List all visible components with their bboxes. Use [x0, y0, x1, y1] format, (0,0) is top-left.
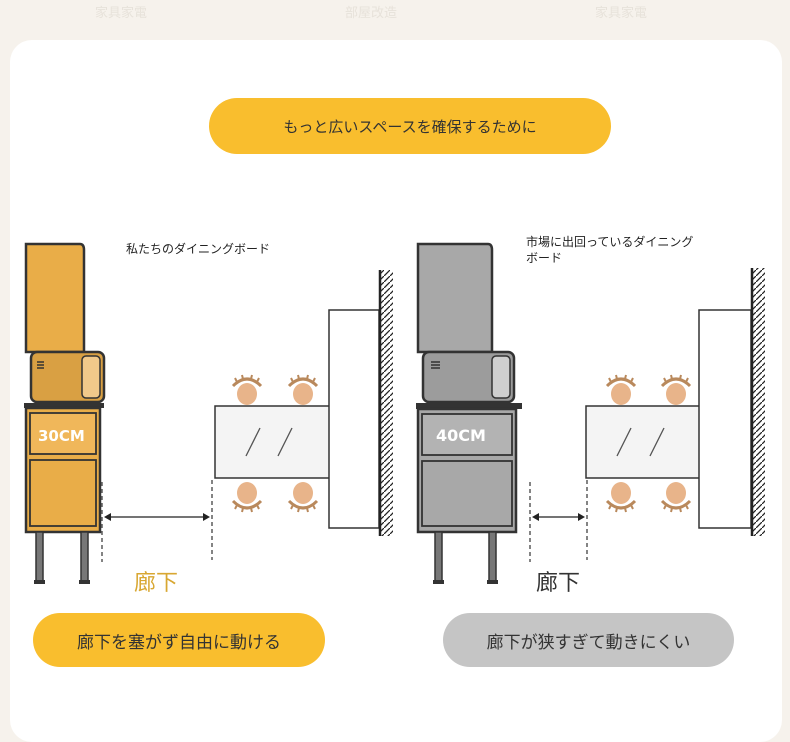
left-wall-icon	[378, 270, 393, 536]
watermark: 部屋改造	[345, 6, 398, 21]
title-pill: もっと広いスペースを確保するために	[209, 98, 611, 154]
title-text: もっと広いスペースを確保するために	[283, 117, 537, 136]
left-corridor-label: 廊下	[134, 571, 179, 596]
left-dining-table	[214, 309, 380, 529]
right-corridor-measure	[529, 480, 588, 562]
right-verdict-text: 廊下が狭すぎて動きにくい	[486, 632, 691, 653]
right-wall-icon	[750, 268, 765, 536]
right-dining-board: 40CM	[416, 242, 522, 584]
right-verdict-pill: 廊下が狭すぎて動きにくい	[443, 613, 734, 667]
left-verdict-pill: 廊下を塞がず自由に動ける	[33, 613, 325, 667]
right-depth-label: 40CM	[436, 426, 486, 445]
right-dining-table	[585, 309, 752, 529]
left-caption: 私たちのダイニングボード	[126, 242, 271, 256]
watermark: 家具家電	[95, 6, 148, 21]
left-corridor-measure	[101, 480, 213, 562]
watermark: 家具家電	[595, 6, 648, 21]
right-corridor-label: 廊下	[536, 571, 581, 596]
left-depth-label: 30CM	[38, 427, 85, 445]
right-caption: 市場に出回っているダイニングボード	[526, 235, 694, 265]
left-verdict-text: 廊下を塞がず自由に動ける	[77, 632, 281, 653]
left-dining-board: 30CM	[24, 242, 106, 584]
